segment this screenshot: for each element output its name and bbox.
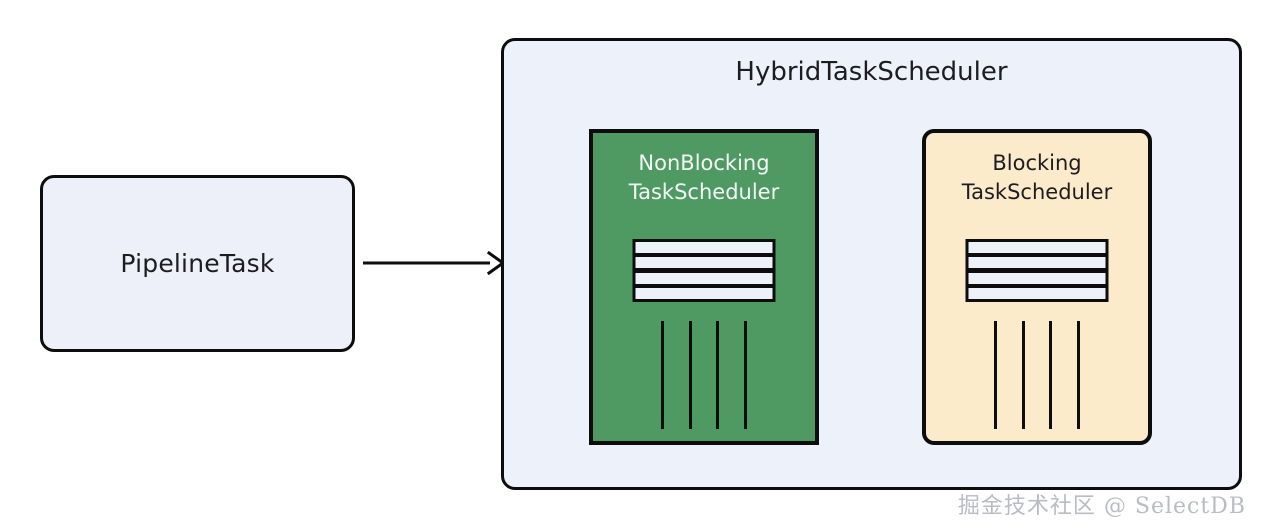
blocking-task-scheduler-card: Blocking TaskScheduler xyxy=(922,129,1152,445)
queue-row xyxy=(968,242,1106,253)
worker-line xyxy=(1049,321,1053,429)
nonblocking-card-title: NonBlocking TaskScheduler xyxy=(628,151,780,204)
blocking-worker-lines xyxy=(994,321,1080,429)
hybrid-task-scheduler-container: HybridTaskScheduler NonBlocking TaskSche… xyxy=(501,38,1242,490)
queue-row xyxy=(635,242,773,253)
queue-row xyxy=(968,272,1106,284)
blocking-queue-stack xyxy=(965,239,1109,302)
arrow-right-icon xyxy=(363,250,503,276)
scheduler-title: HybridTaskScheduler xyxy=(735,57,1008,87)
nonblocking-task-scheduler-card: NonBlocking TaskScheduler xyxy=(589,129,819,445)
nonblocking-worker-lines xyxy=(661,321,747,429)
queue-row xyxy=(635,257,773,269)
nonblocking-queue-stack xyxy=(632,239,776,302)
blocking-card-title: Blocking TaskScheduler xyxy=(961,151,1113,204)
queue-row xyxy=(635,287,773,299)
worker-line xyxy=(994,321,997,429)
queue-row xyxy=(968,257,1106,269)
pipeline-task-label: PipelineTask xyxy=(120,249,275,278)
worker-line xyxy=(1021,321,1025,429)
queue-row xyxy=(635,272,773,284)
worker-line xyxy=(743,321,747,429)
worker-line xyxy=(661,321,664,429)
pipeline-task-node: PipelineTask xyxy=(40,175,355,352)
watermark: 掘金技术社区 @ SelectDB xyxy=(957,494,1246,519)
worker-line xyxy=(716,321,720,429)
queue-row xyxy=(968,287,1106,299)
worker-line xyxy=(1076,321,1080,429)
worker-line xyxy=(688,321,692,429)
